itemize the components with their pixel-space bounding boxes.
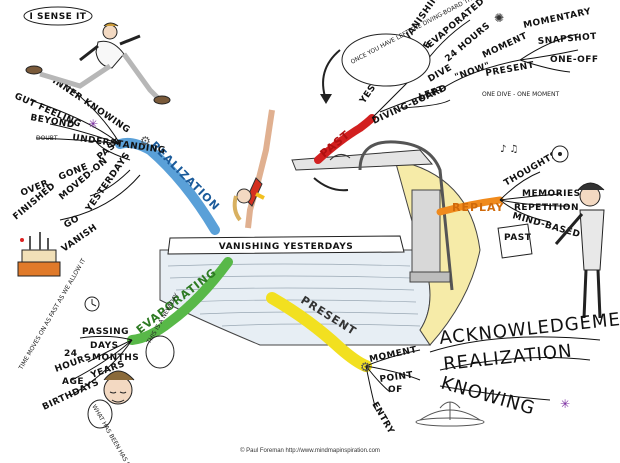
speech-bubble-what-has-been: WHAT HAS BEEN HAS GONE [87,399,138,463]
past-sign-text: PAST [504,233,532,243]
speech-what-has-been-text: WHAT HAS BEEN HAS GONE [90,404,138,463]
evaporating-word: 24 [64,349,78,359]
realization-word: GO [63,214,82,231]
evaporating-word: PASSING [82,327,129,337]
present-big-word: KNOWING [439,373,538,420]
gear-icon: ⚙ [140,134,151,148]
thinking-man-figure [554,182,605,319]
past-word: PRESENT [485,60,536,79]
evaporating-word: MONTHS [92,353,139,363]
diver-figure [232,109,275,229]
present-word: POINT [379,370,414,385]
gear-icon: ⚙ [360,360,371,374]
realization-word: YESTERDAYS [84,151,133,215]
sun-icon: ✺ [494,11,504,25]
present-words: MOMENT POINT OF ENTRY [369,345,419,436]
present-word: MOMENT [369,345,419,365]
past-word: SNAPSHOT [537,32,597,47]
branch-replay-path [436,196,504,216]
realization-word: DOUBT [36,135,58,142]
past-word: DIVE [427,63,454,85]
replay-word: REPETITION [514,203,579,213]
past-sign: PAST [497,223,533,259]
speech-sense-text: I SENSE IT [30,12,87,22]
branch-realization-path [115,137,220,235]
branch-present-path [266,292,372,372]
music-notes-icon: ♪ ♫ [500,144,569,163]
fountain-icon [415,401,485,427]
rotation-arrow-icon-lower [313,177,349,192]
past-word: MOMENT [481,31,529,61]
branch-label-replay: REPLAY [452,201,505,214]
candles-box-icon [17,232,61,277]
rotation-arrow-icon [322,49,341,101]
past-word: ONE-OFF [550,55,599,65]
past-word: ONE DIVE - ONE MOMENT [482,91,559,98]
replay-word: MEMORIES [522,189,581,199]
sparkle-icon: ✳ [560,397,570,411]
speech-bubble-sense: I SENSE IT [23,6,93,26]
present-big-words: ACKNOWLEDGEMENT REALIZATION KNOWING [438,306,620,419]
evaporating-word: DAYS [90,341,119,351]
present-word: ENTRY [369,401,395,437]
running-man-figure [25,22,171,105]
center-title-banner: VANISHING YESTERDAYS [167,235,405,255]
credit-text: © Paul Foreman http://www.mindmapinspira… [240,447,380,454]
past-word: MOMENTARY [523,7,593,31]
present-big-word: ACKNOWLEDGEMENT [438,306,620,349]
svg-text:♪ ♫: ♪ ♫ [500,144,519,155]
evaporating-word: AGE [62,377,84,387]
center-title: VANISHING YESTERDAYS [219,242,354,252]
diving-board [291,140,454,291]
branch-past-path [314,114,376,164]
replay-word: THOUGHTS [503,150,560,189]
branch-evaporating-path [127,257,233,345]
clock-icon [84,296,100,312]
present-word: OF [388,385,403,395]
sparkle-icon: ✳ [88,117,98,131]
realization-words: INNER KNOWING GUT FEELING BEYOND UNDERST… [12,76,167,254]
sleeping-man-figure [103,370,135,405]
